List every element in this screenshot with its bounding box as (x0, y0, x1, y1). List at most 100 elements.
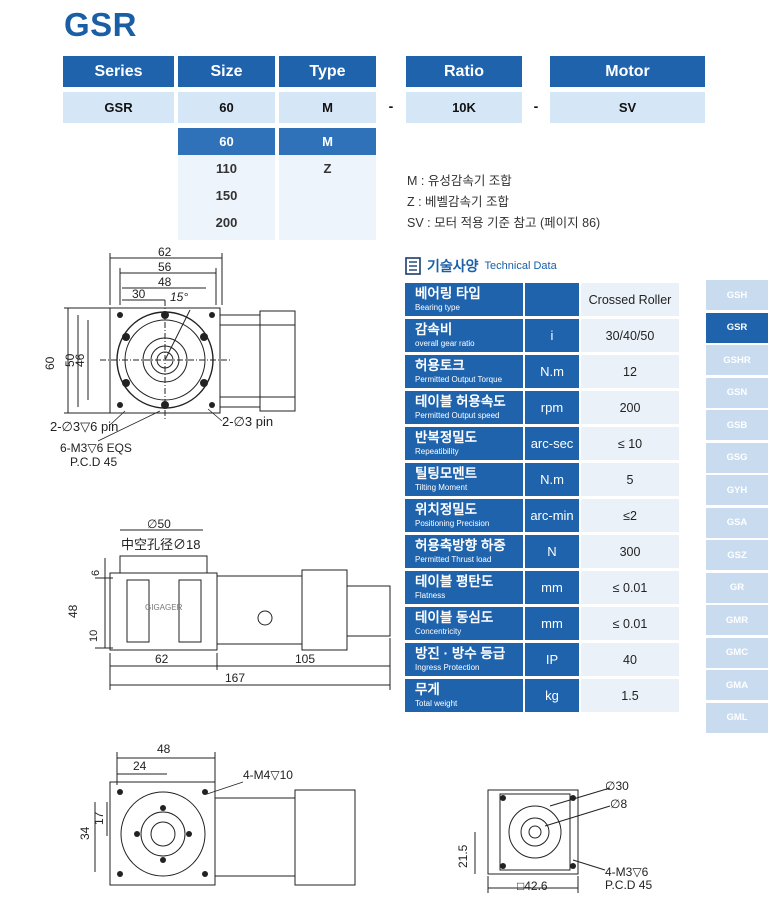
spec-row: 위치정밀도 Positioning Precision arc-min≤2 (405, 499, 679, 532)
separator-dash: - (533, 98, 539, 114)
callout-text: P.C.D 45 (70, 455, 117, 469)
drawing-motor-view: ∅30 ∅8 21.5 □42.6 4-M3▽6 P.C.D 45 (456, 779, 652, 893)
spec-label: 반복정밀도 Repeatibility (405, 427, 523, 460)
size-option[interactable]: 150 (215, 188, 238, 203)
header-series: Series (63, 56, 174, 87)
value-type: M (279, 92, 376, 123)
callout-text: 6-M3▽6 EQS (60, 441, 132, 455)
spec-unit: arc-min (523, 499, 579, 532)
dim-text: 48 (158, 275, 172, 289)
side-nav-item-gmc[interactable]: GMC (706, 637, 768, 668)
dim-text: 167 (225, 671, 245, 685)
side-nav-item-gsz[interactable]: GSZ (706, 540, 768, 570)
spec-label-kr: 감속비 (415, 322, 453, 337)
dim-text: 56 (158, 260, 172, 274)
dim-text: 6 (90, 570, 102, 576)
spec-label: 방진 · 방수 등급 Ingress Protection (405, 643, 523, 676)
spec-unit: N (523, 535, 579, 568)
dim-text: 34 (78, 826, 92, 840)
spec-label-en: Permitted Output speed (415, 411, 500, 420)
side-nav-item-gsh[interactable]: GSH (706, 280, 768, 310)
page-title: GSR (64, 6, 138, 43)
type-options: M Z (279, 128, 376, 240)
side-nav-item-gshr[interactable]: GSHR (706, 345, 768, 375)
side-nav-item-gr[interactable]: GR (706, 572, 768, 603)
header-type: Type (279, 56, 376, 87)
side-nav-item-gmr[interactable]: GMR (706, 605, 768, 635)
side-nav-item-gml[interactable]: GML (706, 702, 768, 733)
dim-text: 30 (132, 287, 146, 301)
spec-unit: rpm (523, 391, 579, 424)
spec-value: ≤ 0.01 (579, 571, 679, 604)
tech-heading: 기술사양 Technical Data (405, 256, 557, 276)
dim-text: 62 (155, 652, 169, 666)
spec-unit: mm (523, 571, 579, 604)
spec-label-kr: 반복정밀도 (415, 430, 478, 445)
size-option[interactable]: 200 (215, 215, 238, 230)
spec-label-kr: 베어링 타입 (415, 286, 481, 301)
size-option[interactable]: 110 (216, 161, 237, 176)
dim-text: 15° (170, 290, 188, 304)
side-nav-item-gsr[interactable]: GSR (706, 312, 768, 343)
type-option[interactable]: M (279, 128, 376, 155)
separator-dash: - (388, 98, 394, 114)
spec-label-kr: 위치정밀도 (415, 502, 478, 517)
spec-label-kr: 허용축방향 하중 (415, 538, 506, 553)
spec-value: 40 (579, 643, 679, 676)
spec-unit: arc-sec (523, 427, 579, 460)
dim-text: □42.6 (517, 879, 548, 893)
drawing-front-view: 48 24 34 17 4-M4▽10 (78, 742, 356, 886)
spec-label-kr: 테이블 동심도 (415, 610, 494, 625)
drawing-top-view: 62 56 48 30 15° 60 50 46 2-∅3▽6 pin 6-M3… (43, 245, 296, 469)
brand-logo-text: GIGAGER (145, 603, 183, 612)
spec-label-en: Positioning Precision (415, 519, 490, 528)
spec-label-kr: 방진 · 방수 등급 (415, 646, 506, 661)
spec-label-kr: 테이블 평탄도 (415, 574, 494, 589)
side-nav-item-gsg[interactable]: GSG (706, 442, 768, 473)
spec-label-kr: 무게 (415, 682, 440, 697)
spec-label-en: Ingress Protection (415, 663, 480, 672)
spec-row: 반복정밀도 Repeatibility arc-sec≤ 10 (405, 427, 679, 460)
spec-unit: i (523, 319, 579, 352)
spec-unit: IP (523, 643, 579, 676)
spec-label: 위치정밀도 Positioning Precision (405, 499, 523, 532)
type-option[interactable]: Z (323, 161, 332, 176)
value-motor: SV (550, 92, 705, 123)
spec-value: 5 (579, 463, 679, 496)
side-nav-item-gsn[interactable]: GSN (706, 377, 768, 408)
spec-value: ≤ 10 (579, 427, 679, 460)
header-size: Size (178, 56, 275, 87)
header-ratio: Ratio (406, 56, 522, 87)
spec-value: ≤2 (579, 499, 679, 532)
side-nav-item-gsa[interactable]: GSA (706, 507, 768, 538)
side-nav-item-gma[interactable]: GMA (706, 670, 768, 700)
spec-label-en: Concentricity (415, 627, 462, 636)
size-option[interactable]: 60 (178, 128, 275, 155)
dim-text: ∅30 (605, 779, 629, 793)
side-nav-item-gsb[interactable]: GSB (706, 410, 768, 440)
side-nav-item-gyh[interactable]: GYH (706, 475, 768, 505)
dim-text: ∅50 (147, 518, 171, 531)
spec-value: 12 (579, 355, 679, 388)
spec-label-en: Repeatibility (415, 447, 459, 456)
dim-text: 48 (157, 742, 171, 756)
callout-text: P.C.D 45 (605, 878, 652, 892)
spec-label-en: overall gear ratio (415, 339, 475, 348)
spec-unit (523, 283, 579, 316)
callout-text: 4-M3▽6 (605, 865, 649, 879)
dim-text: ∅8 (610, 797, 627, 811)
spec-label-kr: 허용토크 (415, 358, 465, 373)
